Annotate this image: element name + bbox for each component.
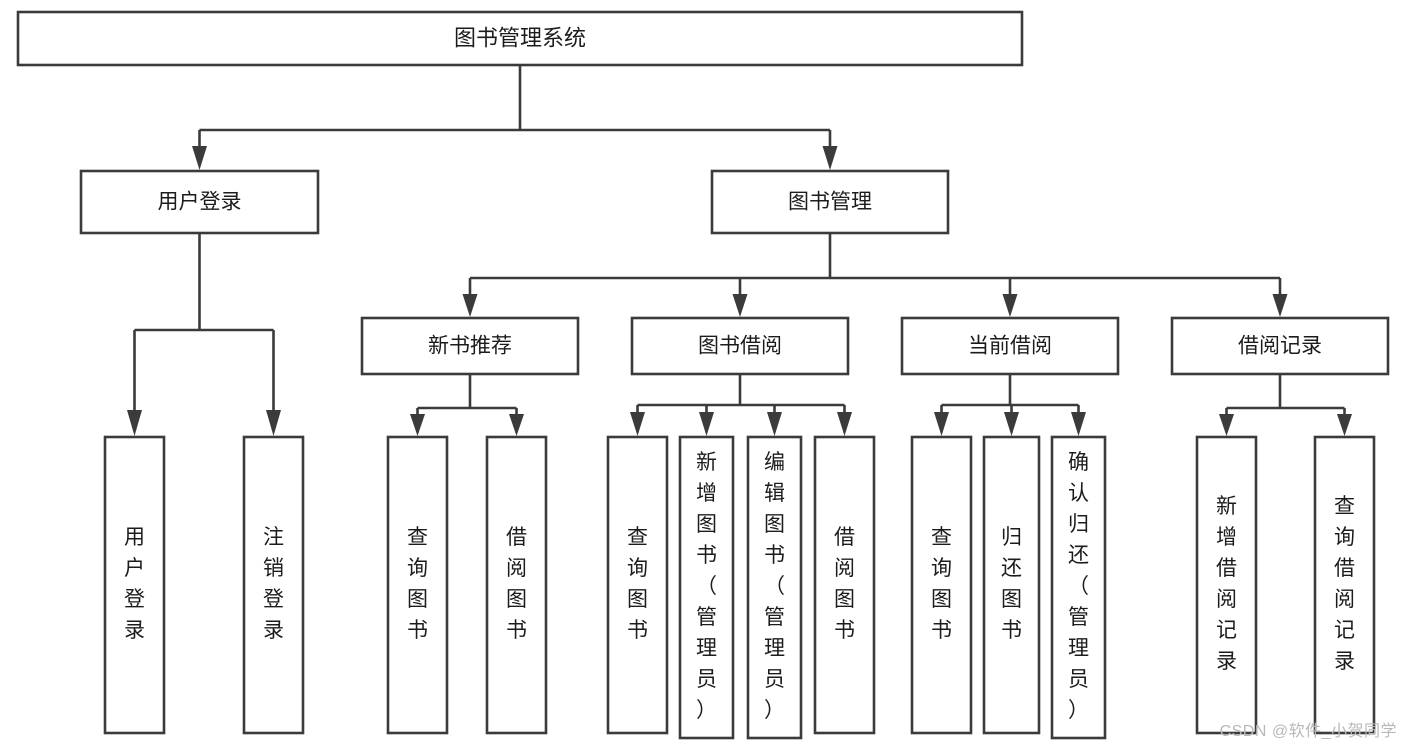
arrow-head-borrow-record — [1272, 294, 1288, 317]
leaf-node[interactable]: 借阅图书 — [813, 435, 876, 735]
arrow-head-leaf-logout — [266, 410, 281, 436]
arrow-head-leaf-user-login — [127, 410, 142, 436]
leaf-logout-box[interactable] — [242, 435, 305, 735]
leaf-borrow-book-1-label: 借阅图书 — [506, 526, 527, 642]
node-current-borrow[interactable]: 当前借阅 — [900, 316, 1120, 376]
leaf-node[interactable]: 编辑图书（管理员） — [746, 435, 803, 740]
arrow-head-book-mgmt — [822, 146, 838, 170]
leaf-edit-book-label: 编辑图书（管理员） — [764, 451, 785, 722]
leaf-node[interactable]: 查询图书 — [606, 435, 669, 735]
leaf-add-book-box[interactable] — [678, 435, 735, 740]
leaf-node[interactable]: 注销登录 — [242, 435, 305, 735]
leaf-confirm-return-label: 确认归还（管理员） — [1068, 451, 1089, 722]
arrow-head-leaf-query-book-3 — [934, 412, 949, 436]
leaf-node[interactable]: 查询图书 — [910, 435, 973, 735]
arrow-head-current-borrow — [1002, 294, 1018, 317]
node-book-mgmt[interactable]: 图书管理 — [710, 169, 950, 235]
node-current-borrow-box[interactable] — [900, 316, 1120, 376]
leaf-node[interactable]: 查询图书 — [386, 435, 449, 735]
leaf-add-book-label: 新增图书（管理员） — [696, 451, 717, 722]
leaf-node[interactable]: 归还图书 — [982, 435, 1041, 735]
leaf-node[interactable]: 新增图书（管理员） — [678, 435, 735, 740]
csdn-watermark: CSDN @软件_小贺同学 — [1219, 723, 1397, 740]
arrow-head-book-borrow — [732, 294, 748, 317]
connector-group-root — [192, 65, 838, 170]
node-root-box[interactable] — [16, 10, 1024, 67]
leaf-borrow-book-2-label: 借阅图书 — [834, 526, 855, 642]
leaf-query-book-1-box[interactable] — [386, 435, 449, 735]
leaf-query-record-box[interactable] — [1313, 435, 1376, 735]
node-book-mgmt-label: 图书管理 — [788, 191, 872, 214]
arrow-head-user-login — [192, 146, 207, 170]
leaf-confirm-return-box[interactable] — [1050, 435, 1107, 740]
connector-group-borrow-record — [1219, 374, 1352, 436]
arrow-head-leaf-query-record — [1337, 414, 1352, 436]
leaf-node[interactable]: 查询借阅记录 — [1313, 435, 1376, 735]
leaf-query-book-3-label: 查询图书 — [931, 526, 952, 642]
leaf-logout-label: 注销登录 — [263, 526, 284, 642]
node-current-borrow-label: 当前借阅 — [968, 335, 1052, 358]
leaf-query-book-2-label: 查询图书 — [627, 526, 648, 642]
leaf-node[interactable]: 用户登录 — [103, 435, 166, 735]
node-borrow-record[interactable]: 借阅记录 — [1170, 316, 1390, 376]
node-user-login[interactable]: 用户登录 — [79, 169, 320, 235]
leaf-query-book-3-box[interactable] — [910, 435, 973, 735]
connector-group-book-mgmt — [462, 233, 1288, 317]
leaf-node-layer: 用户登录 注销登录 查询图书 借阅图书 查询图书 新增图书（管理员） 编辑图书（管理员） 借阅… — [103, 435, 1376, 740]
arrow-head-leaf-return-book — [1004, 412, 1019, 436]
leaf-query-record-label: 查询借阅记录 — [1334, 495, 1355, 673]
arrow-head-leaf-confirm-return — [1071, 412, 1086, 436]
arrow-head-leaf-query-book-1 — [410, 414, 425, 436]
node-root-label: 图书管理系统 — [454, 25, 586, 50]
leaf-return-book-label: 归还图书 — [1001, 526, 1022, 642]
leaf-borrow-book-1-box[interactable] — [485, 435, 548, 735]
arrow-head-leaf-borrow-book-1 — [509, 414, 524, 436]
arrow-head-leaf-borrow-book-2 — [837, 412, 852, 436]
leaf-query-book-1-label: 查询图书 — [407, 526, 428, 642]
node-book-borrow[interactable]: 图书借阅 — [630, 316, 850, 376]
node-book-borrow-label: 图书借阅 — [698, 335, 782, 358]
leaf-node[interactable]: 新增借阅记录 — [1195, 435, 1258, 735]
leaf-user-login-label: 用户登录 — [124, 526, 145, 642]
node-user-login-box[interactable] — [79, 169, 320, 235]
connector-group-new-book-rec — [410, 374, 524, 436]
leaf-borrow-book-2-box[interactable] — [813, 435, 876, 735]
connector-group-book-borrow — [630, 374, 852, 436]
node-borrow-record-box[interactable] — [1170, 316, 1390, 376]
leaf-add-record-box[interactable] — [1195, 435, 1258, 735]
arrow-head-leaf-edit-book — [767, 412, 782, 436]
leaf-edit-book-box[interactable] — [746, 435, 803, 740]
node-book-borrow-box[interactable] — [630, 316, 850, 376]
connector-group-user-login — [127, 233, 281, 436]
leaf-node[interactable]: 借阅图书 — [485, 435, 548, 735]
arrow-head-leaf-add-book — [699, 412, 714, 436]
leaf-node[interactable]: 确认归还（管理员） — [1050, 435, 1107, 740]
node-new-book-rec[interactable]: 新书推荐 — [360, 316, 580, 376]
leaf-query-book-2-box[interactable] — [606, 435, 669, 735]
leaf-add-record-label: 新增借阅记录 — [1216, 495, 1237, 673]
arrow-head-leaf-add-record — [1219, 414, 1234, 436]
leaf-return-book-box[interactable] — [982, 435, 1041, 735]
node-new-book-rec-label: 新书推荐 — [428, 335, 512, 358]
leaf-user-login-box[interactable] — [103, 435, 166, 735]
arrow-head-leaf-query-book-2 — [630, 412, 645, 436]
connector-group-current-borrow — [934, 374, 1086, 436]
node-root[interactable]: 图书管理系统 — [16, 10, 1024, 67]
node-user-login-label: 用户登录 — [158, 191, 242, 214]
node-borrow-record-label: 借阅记录 — [1238, 335, 1322, 358]
node-new-book-rec-box[interactable] — [360, 316, 580, 376]
node-book-mgmt-box[interactable] — [710, 169, 950, 235]
arrow-head-new-book-rec — [462, 294, 478, 317]
